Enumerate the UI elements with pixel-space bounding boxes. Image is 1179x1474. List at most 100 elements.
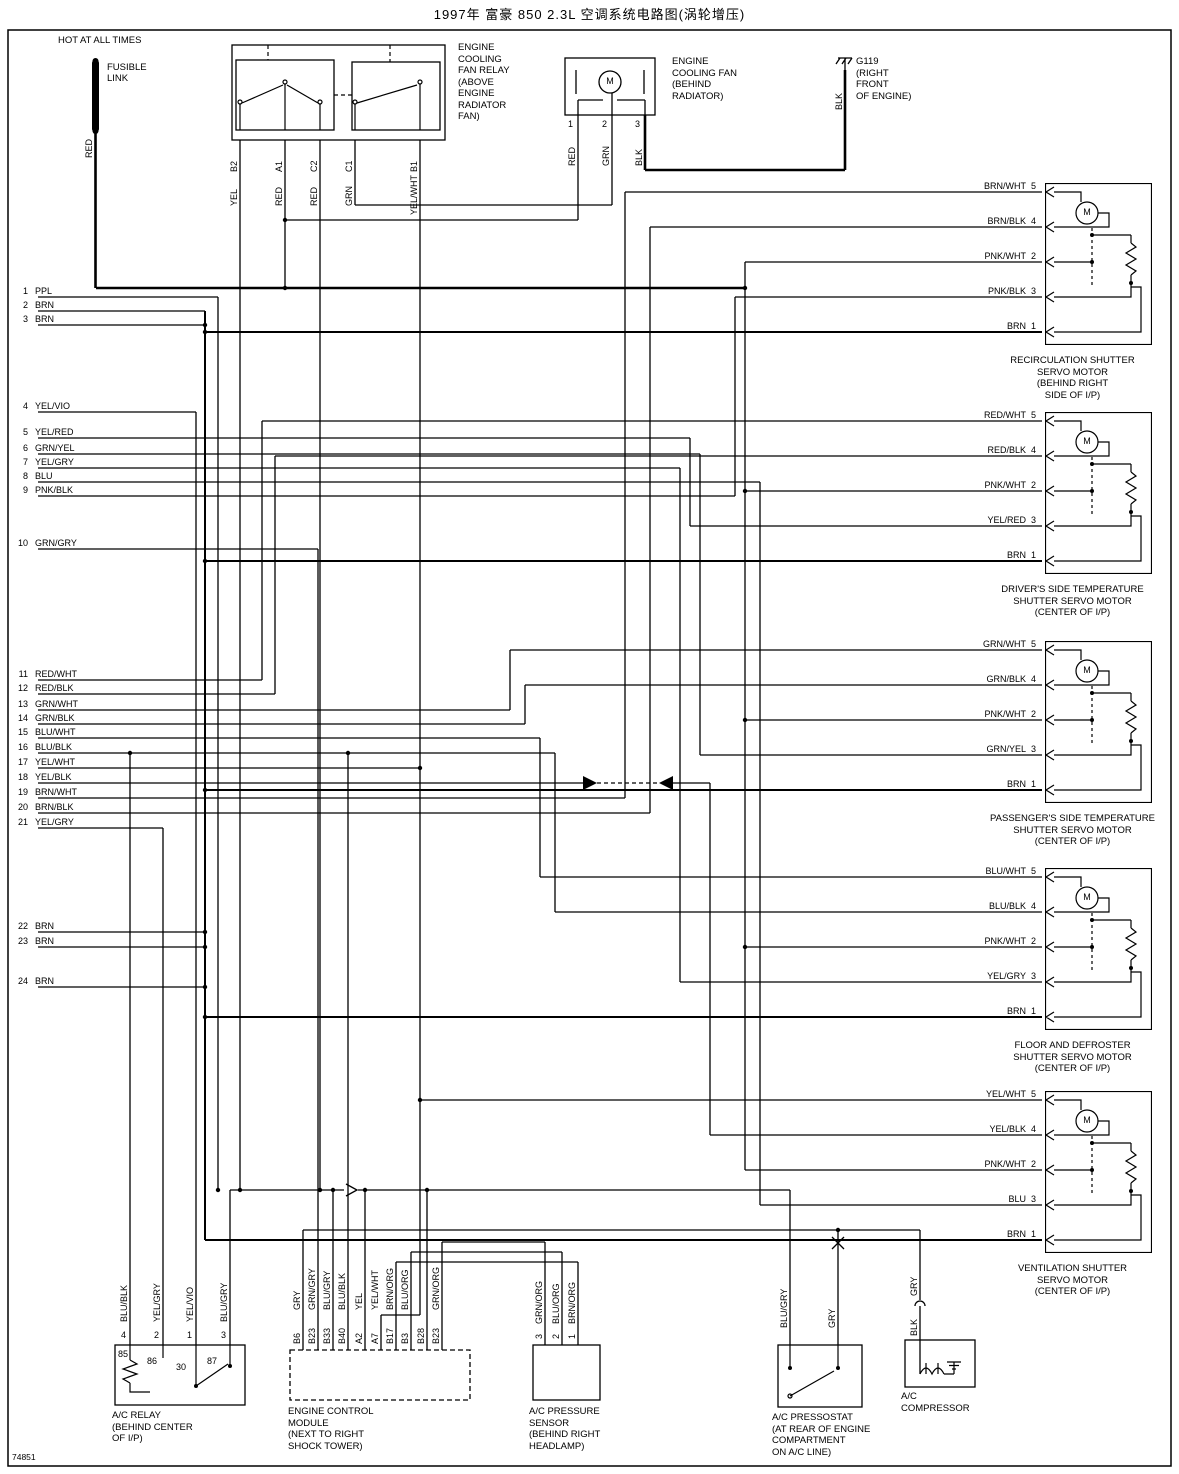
fan-terminal-pin: 1 bbox=[568, 119, 574, 129]
wire-color-label: BRN/BLK bbox=[35, 802, 74, 812]
relay-terminal-color: GRN bbox=[344, 186, 354, 206]
ecm-terminal-pin: B40 bbox=[337, 1327, 347, 1344]
ac-relay-caption: A/C RELAY (BEHIND CENTER OF I/P) bbox=[112, 1410, 193, 1444]
ecm-wire-color: BRN/ORG bbox=[385, 1267, 395, 1310]
fan-wire-color: GRN bbox=[601, 146, 611, 166]
wire-color-label: RED/WHT bbox=[983, 410, 1026, 420]
ecm-wire-color: YEL bbox=[354, 1292, 364, 1310]
ground-symbol bbox=[835, 57, 853, 70]
wire-pin-label: 5 bbox=[1030, 1089, 1036, 1099]
ac-relay-terminal-pin: 2 bbox=[154, 1330, 160, 1340]
ac-relay-wire-color: YEL/VIO bbox=[185, 1286, 195, 1322]
ac-relay-wire-color: YEL/GRY bbox=[152, 1283, 162, 1322]
wire-pin-label: 2 bbox=[1030, 480, 1036, 490]
wire-color-label: BLU/BLK bbox=[35, 742, 73, 752]
wire-color-label: BRN bbox=[35, 314, 55, 324]
wire-pin-label: 3 bbox=[1030, 971, 1036, 981]
ecm-terminal-pin: A7 bbox=[370, 1332, 380, 1344]
wire-pin-label: 1 bbox=[1030, 1229, 1036, 1239]
servo-motor-label: M bbox=[1083, 1115, 1091, 1125]
wire-color-label: YEL/WHT bbox=[35, 757, 76, 767]
wire-color-label: PNK/BLK bbox=[987, 286, 1026, 296]
sensor-terminal-pin: 3 bbox=[534, 1333, 544, 1339]
ac-relay-terminal-pin: 3 bbox=[221, 1330, 227, 1340]
relay-terminal-pin: A1 bbox=[274, 160, 284, 172]
cooling-fan-relay-caption: ENGINE COOLING FAN RELAY (ABOVE ENGINE R… bbox=[458, 42, 510, 122]
compressor-caption: A/C COMPRESSOR bbox=[901, 1391, 970, 1414]
servo-motor-label: M bbox=[1083, 892, 1091, 902]
wire-number: 23 bbox=[17, 936, 28, 946]
wire-pin-label: 2 bbox=[1030, 936, 1036, 946]
ecm-terminal-pin: B28 bbox=[416, 1327, 426, 1344]
junction-dots bbox=[127, 217, 841, 1388]
wire-pin-label: 4 bbox=[1030, 216, 1036, 226]
wire-color-label: GRN/WHT bbox=[35, 699, 78, 709]
wire-color-label: GRN/BLK bbox=[986, 674, 1026, 684]
wire-color-label: BRN bbox=[1006, 1006, 1026, 1016]
sensor-wire-color: BLU/ORG bbox=[551, 1283, 561, 1324]
ac-relay-wire-color: BLU/GRY bbox=[219, 1282, 229, 1322]
wire-number: 16 bbox=[17, 742, 28, 752]
cooling-fan-box bbox=[564, 57, 656, 116]
wire-pin-label: 2 bbox=[1030, 1159, 1036, 1169]
compressor-wire-color: GRY bbox=[909, 1276, 919, 1296]
wire-color-label: YEL/WHT bbox=[985, 1089, 1026, 1099]
relay-terminal-color: YEL bbox=[229, 188, 239, 206]
wire-color-label: PNK/WHT bbox=[984, 709, 1026, 719]
wire-pin-label: 2 bbox=[1030, 709, 1036, 719]
left-wire-row: 23 BRN bbox=[12, 936, 54, 946]
pressostat-box bbox=[777, 1344, 863, 1408]
wire-number: 7 bbox=[22, 457, 28, 467]
wire-color-label: BLU bbox=[1008, 1194, 1026, 1204]
wire-pin-label: 1 bbox=[1030, 779, 1036, 789]
wire-pin-label: 4 bbox=[1030, 674, 1036, 684]
fusible-wire-color-label: RED bbox=[84, 138, 94, 158]
wire-pin-label: 1 bbox=[1030, 1006, 1036, 1016]
fusible-link-symbol bbox=[92, 58, 99, 134]
wire-color-label: YEL/RED bbox=[987, 515, 1026, 525]
ac-relay-internals bbox=[121, 1345, 231, 1393]
ecm-wire-color: BLU/GRY bbox=[322, 1270, 332, 1310]
ac-relay-internal-pin: 85 bbox=[118, 1349, 129, 1359]
wire-pin-label: 4 bbox=[1030, 901, 1036, 911]
ecm-box bbox=[289, 1349, 471, 1401]
servo-motor-box bbox=[1044, 640, 1153, 804]
servo-motor-caption: PASSENGER'S SIDE TEMPERATURE SHUTTER SER… bbox=[990, 813, 1155, 847]
hot-at-all-times-label: HOT AT ALL TIMES bbox=[58, 35, 142, 46]
wire-color-label: YEL/GRY bbox=[35, 457, 74, 467]
relay-terminal-pin: B2 bbox=[229, 160, 239, 172]
left-wire-row: 7 YEL/GRY bbox=[12, 457, 74, 467]
wire-pin-label: 4 bbox=[1030, 1124, 1036, 1134]
fan-wire-color: RED bbox=[567, 146, 577, 166]
wire-color-label: BRN bbox=[1006, 1229, 1026, 1239]
wire-color-label: BRN bbox=[1006, 779, 1026, 789]
wire-number: 15 bbox=[17, 727, 28, 737]
sensor-wire-color: GRN/ORG bbox=[534, 1280, 544, 1324]
relay-terminal-color: RED bbox=[309, 186, 319, 206]
wire-number: 13 bbox=[17, 699, 28, 709]
wire-pin-label: 1 bbox=[1030, 550, 1036, 560]
wire-color-label: BRN bbox=[35, 936, 55, 946]
wire-number: 6 bbox=[22, 443, 28, 453]
relay-internals bbox=[237, 45, 423, 130]
pressure-sensor-box bbox=[532, 1344, 601, 1401]
relay-terminal-pin: B1 bbox=[409, 160, 419, 172]
fan-motor-label: M bbox=[606, 76, 614, 86]
servo-motor-box bbox=[1044, 182, 1153, 346]
